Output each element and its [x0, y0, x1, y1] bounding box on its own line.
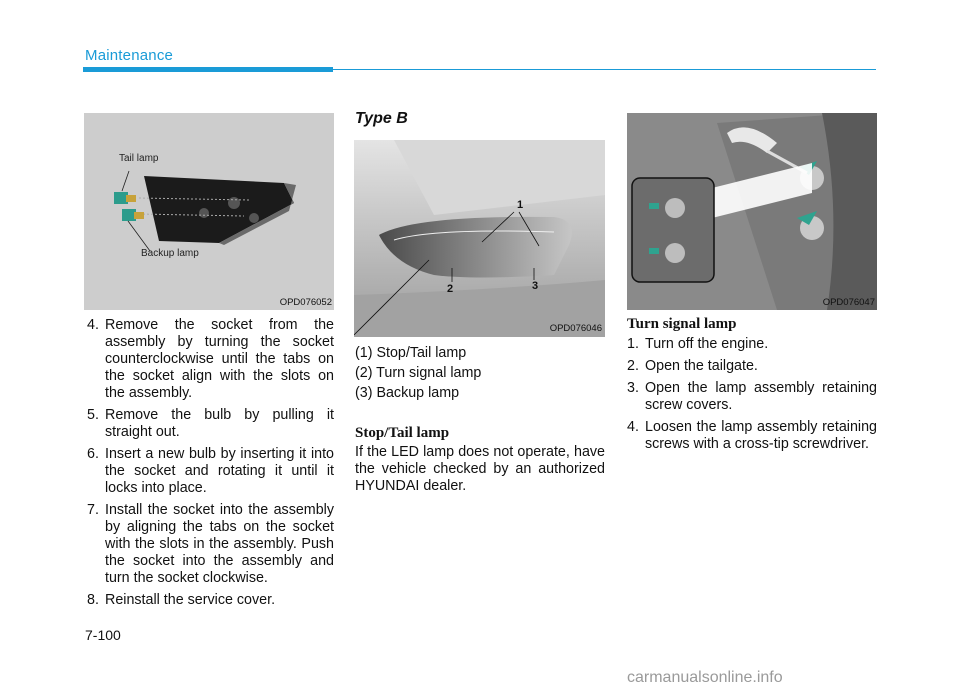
figure-code: OPD076047 — [822, 297, 875, 308]
header-rule-thin — [333, 69, 876, 70]
stop-tail-heading: Stop/Tail lamp — [355, 425, 450, 441]
steps-list: 4.Remove the socket from the assembly by… — [87, 317, 334, 614]
figure-code: OPD076052 — [279, 297, 332, 308]
step-item: 4.Loosen the lamp assembly retaining scr… — [627, 419, 877, 452]
turn-signal-heading: Turn signal lamp — [627, 316, 737, 332]
step-item: 8.Reinstall the service cover. — [87, 592, 276, 608]
legend-item: (1) Stop/Tail lamp — [355, 345, 467, 361]
legend-item: (2) Turn signal lamp — [355, 365, 482, 381]
step-item: 4.Remove the socket from the assembly by… — [87, 317, 334, 401]
turn-signal-steps: 1.Turn off the engine. 2.Open the tailga… — [627, 336, 877, 458]
tail-lamp-label: Tail lamp — [119, 153, 159, 164]
figure-code: OPD076046 — [549, 323, 602, 334]
header-rule-thick — [83, 67, 333, 72]
step-item: 6.Insert a new bulb by inserting it into… — [87, 446, 334, 496]
figure-rear-lamp-type-b: 1 2 3 OPD076046 — [354, 140, 605, 337]
figure-turn-signal-covers: OPD076047 — [627, 113, 877, 310]
step-item: 3.Open the lamp assembly retaining screw… — [627, 380, 877, 413]
figure-tail-lamp-socket: Tail lamp Backup lamp OPD076052 — [84, 113, 334, 310]
step-item: 5.Remove the bulb by pulling it straight… — [87, 407, 334, 440]
callout-1: 1 — [517, 199, 524, 211]
rear-lamp-illustration — [354, 140, 605, 337]
watermark: carmanualsonline.info — [627, 669, 783, 686]
callout-3: 3 — [532, 280, 539, 292]
callout-2: 2 — [447, 283, 454, 295]
type-b-heading: Type B — [355, 110, 408, 127]
step-item: 2.Open the tailgate. — [627, 358, 758, 374]
tailgate-illustration — [627, 113, 877, 310]
lamp-housing-illustration — [114, 170, 296, 252]
section-title: Maintenance — [85, 47, 174, 64]
step-item: 1.Turn off the engine. — [627, 336, 769, 352]
step-item: 7.Install the socket into the assembly b… — [87, 502, 334, 586]
legend-item: (3) Backup lamp — [355, 385, 460, 401]
page-number: 7-100 — [85, 627, 121, 643]
backup-lamp-label: Backup lamp — [141, 248, 199, 259]
stop-tail-text: If the LED lamp does not operate, have t… — [355, 444, 605, 494]
lamp-legend: (1) Stop/Tail lamp (2) Turn signal lamp … — [355, 343, 605, 403]
